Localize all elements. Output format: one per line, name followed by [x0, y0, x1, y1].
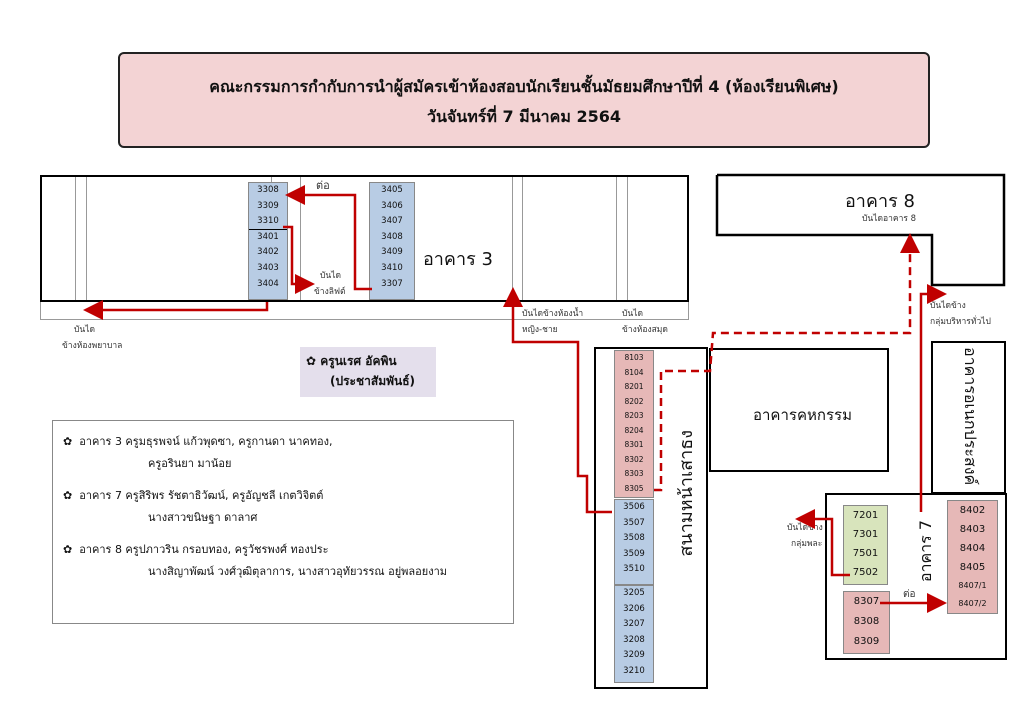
main-building-label: สนามหน้าเสาธง	[676, 430, 697, 557]
stair-admin-label: บันไดข้างกลุ่มบริหารทั่วไป	[930, 301, 991, 327]
legend-item: ✿ อาคาร 8 ครูปภาวริน กรอบทอง, ครูวัชรพงศ…	[63, 543, 448, 578]
building-7-label: อาคาร 7	[916, 520, 935, 583]
title-banner: คณะกรรมการกำกับการนำผู้สมัครเข้าห้องสอบน…	[118, 52, 930, 148]
legend-item: ✿ อาคาร 7 ครูสิริพร รัชตาธิวัฒน์, ครูอัญ…	[63, 489, 324, 524]
flower-icon: ✿	[63, 489, 73, 502]
legend-item: ✿ อาคาร 3 ครูมธุรพจน์ แก้วพุดซา, ครูกานด…	[63, 435, 333, 470]
stair-sport-label: บันไดข้างกลุ่มพละ	[787, 523, 823, 549]
multipurpose-label: อาคารอเนกประสงค์	[961, 347, 980, 486]
stair-building-8-label: บันไดอาคาร 8	[862, 214, 917, 224]
flower-icon: ✿	[63, 435, 73, 448]
continue-label: ต่อ	[316, 179, 330, 192]
committee-role: (ประชาสัมพันธ์)	[330, 374, 416, 388]
building-3-label: อาคาร 3	[423, 249, 493, 270]
committee-name: ครูนเรศ อัคพิน	[320, 354, 397, 368]
committee-box: ✿ ครูนเรศ อัคพิน (ประชาสัมพันธ์)	[300, 347, 436, 397]
flower-icon: ✿	[306, 354, 317, 368]
continue-7-label: ต่อ	[903, 589, 916, 600]
building-8-label: อาคาร 8	[845, 191, 915, 212]
staff-legend: ✿ อาคาร 3 ครูมธุรพจน์ แก้วพุดซา, ครูกานด…	[52, 420, 514, 624]
stair-nurse-label: บันไดข้างห้องพยาบาล	[62, 325, 123, 351]
page-title: คณะกรรมการกำกับการนำผู้สมัครเข้าห้องสอบน…	[209, 77, 839, 96]
flower-icon: ✿	[63, 543, 73, 556]
stair-library-label: บันไดข้างห้องสมุด	[622, 309, 668, 335]
activity-building-label: อาคารคหกรรม	[753, 406, 852, 424]
page-date: วันจันทร์ที่ 7 มีนาคม 2564	[426, 107, 621, 126]
